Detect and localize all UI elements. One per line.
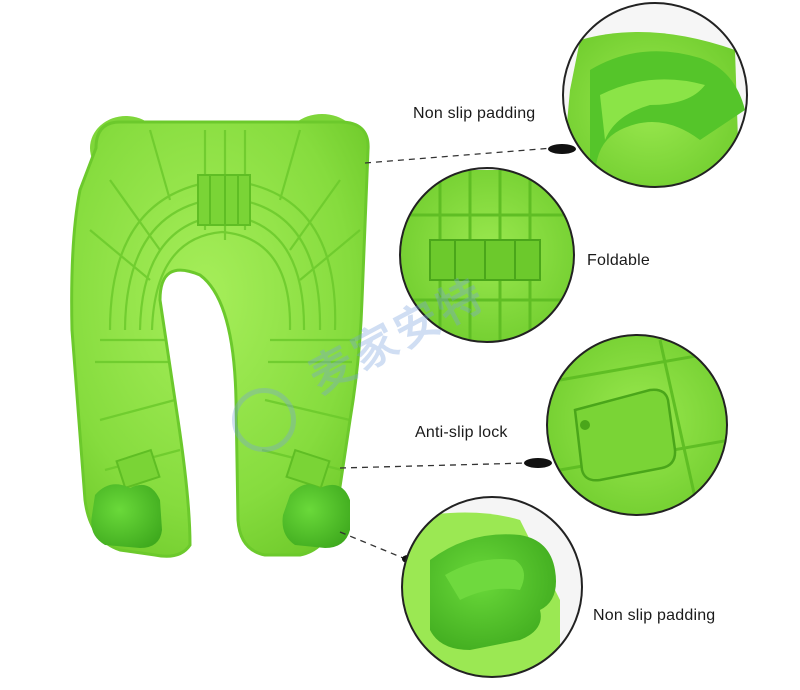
callout-label-foldable: Foldable xyxy=(587,252,650,269)
callout-label-non-slip-padding-top: Non slip padding xyxy=(413,105,536,122)
detail-circle-foot-pad xyxy=(401,496,583,678)
callout-label-anti-slip-lock: Anti-slip lock xyxy=(415,424,508,441)
leader-dot xyxy=(548,144,576,154)
detail-circle-ear-pad xyxy=(562,2,748,188)
potty-seat xyxy=(70,114,370,558)
detail-circle-lock xyxy=(546,334,728,516)
leader-lines xyxy=(339,147,554,561)
leader-dot xyxy=(524,458,552,468)
callout-label-non-slip-padding-bottom: Non slip padding xyxy=(593,607,716,624)
watermark-logo xyxy=(232,388,296,452)
detail-circle-hinge xyxy=(399,167,575,343)
